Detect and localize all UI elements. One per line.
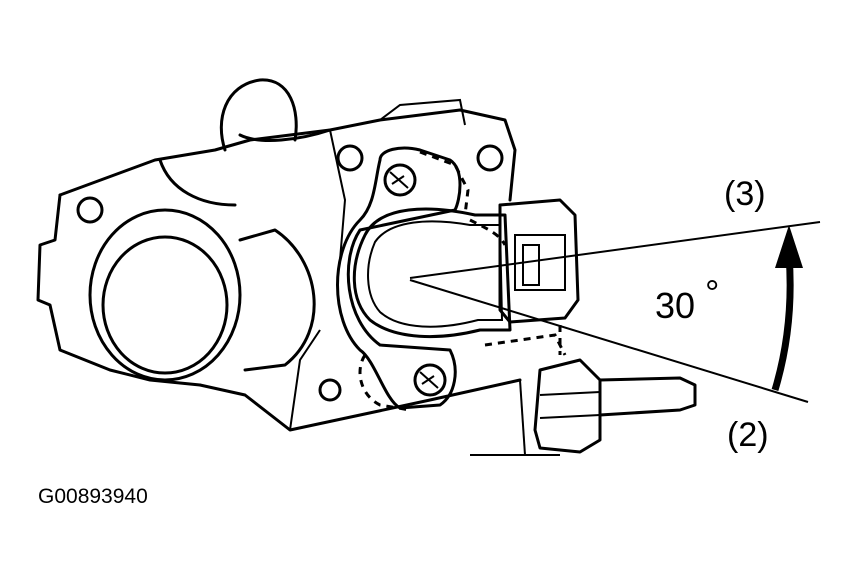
callout-2: (2) bbox=[727, 416, 769, 454]
reference-line-2 bbox=[409, 279, 809, 403]
throttle-bore bbox=[88, 208, 316, 382]
screw-icon bbox=[383, 163, 417, 197]
throttle-body-housing bbox=[36, 78, 560, 456]
mounting-hole-bottom bbox=[318, 378, 342, 402]
mounting-hole-top bbox=[336, 144, 364, 172]
adjacent-sensor bbox=[533, 358, 697, 454]
mounting-hole-left bbox=[76, 196, 104, 224]
sensor-connector bbox=[498, 198, 580, 324]
reference-line-3 bbox=[409, 221, 821, 279]
sensor-body bbox=[352, 207, 512, 338]
rotation-arrow-icon bbox=[771, 254, 794, 392]
screw-icon bbox=[413, 363, 447, 397]
hidden-edges bbox=[358, 150, 567, 412]
angle-value: 30 bbox=[655, 285, 695, 326]
mounting-hole-right bbox=[476, 144, 504, 172]
degree-symbol: ° bbox=[705, 272, 719, 313]
sensor-body-inner bbox=[367, 220, 504, 328]
arrow-head-icon bbox=[775, 225, 803, 268]
callout-3: (3) bbox=[724, 175, 766, 213]
figure-id: G00893940 bbox=[38, 485, 148, 508]
